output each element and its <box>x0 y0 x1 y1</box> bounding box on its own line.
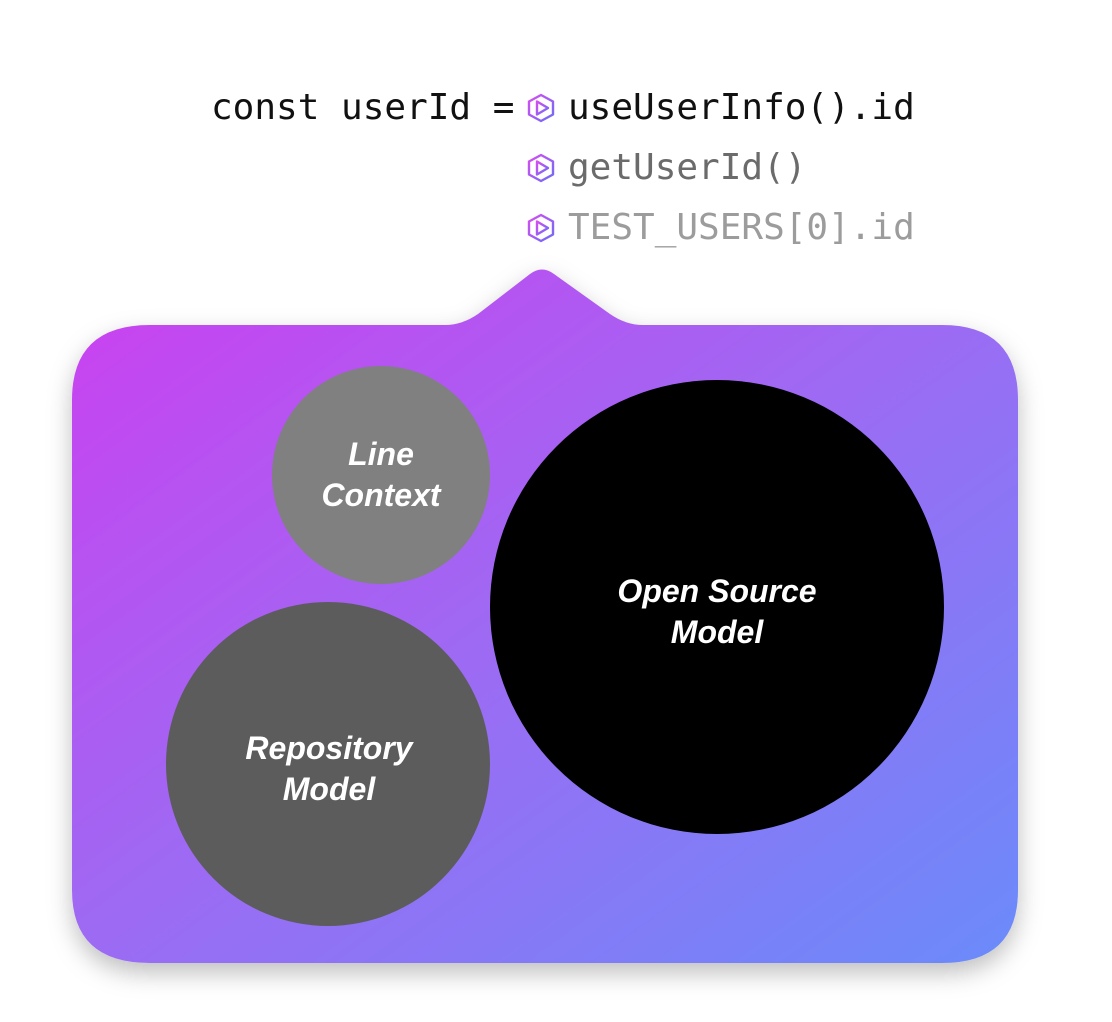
suggestion-text: TEST_USERS[0].id <box>568 207 915 248</box>
suggestion-text: useUserInfo().id <box>568 87 915 128</box>
circle-repository-model <box>166 602 490 926</box>
line-context-label: Line Context <box>321 436 441 513</box>
open-source-model-label: Open Source Model <box>617 573 817 650</box>
hexagon-play-icon <box>527 213 555 243</box>
hexagon-play-icon <box>527 93 555 123</box>
suggestion-3[interactable]: TEST_USERS[0].id <box>526 206 915 250</box>
repository-model-label: Repository Model <box>245 730 413 807</box>
suggestion-2[interactable]: getUserId() <box>526 146 806 190</box>
circle-open-source-model <box>490 380 944 834</box>
suggestion-1[interactable]: useUserInfo().id <box>526 86 915 130</box>
code-prefix: const userId = <box>211 87 515 128</box>
suggestion-text: getUserId() <box>568 147 807 188</box>
circle-line-context <box>272 366 490 584</box>
hexagon-play-icon <box>527 153 555 183</box>
